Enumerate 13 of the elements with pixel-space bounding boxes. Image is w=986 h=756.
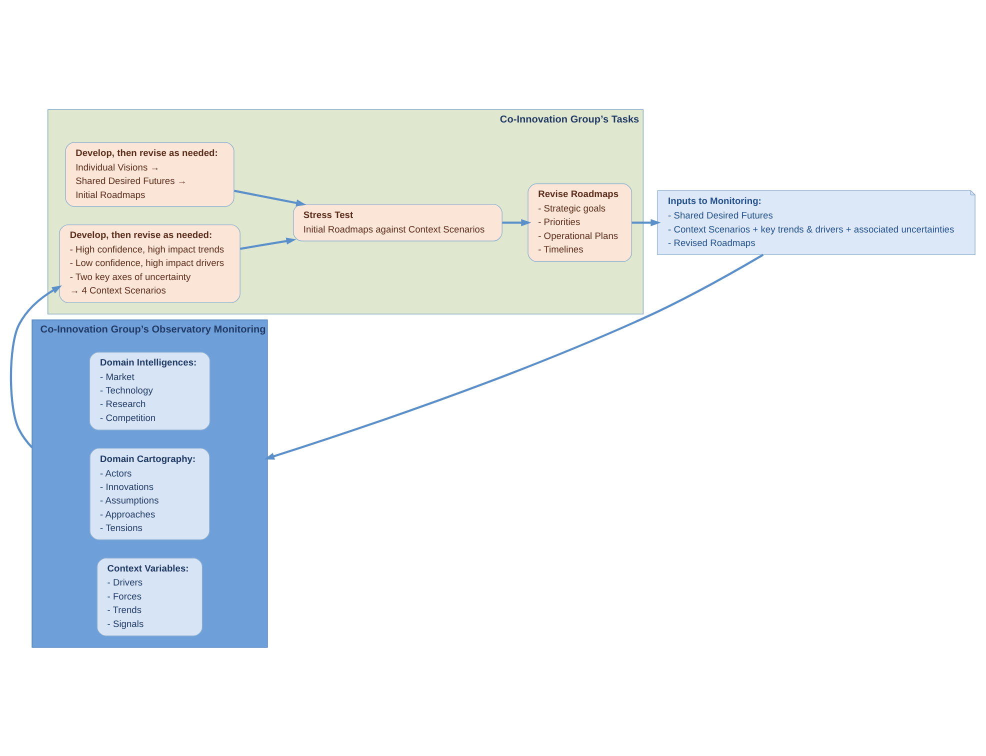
arrow xyxy=(632,218,661,226)
node-box: Context Variables: - Drivers - Forces - Trends - Signals xyxy=(96,557,203,636)
arrow xyxy=(240,237,296,250)
arrow xyxy=(264,253,764,460)
arrow xyxy=(234,189,306,206)
arrow xyxy=(10,284,62,448)
node-box: Revise Roadmaps - Strategic goals - Priorities - Operational Plans - Timelines xyxy=(528,182,632,262)
node-box: Domain Cartography: - Actors - Innovations - Assumptions - Approaches - Tensions xyxy=(90,447,210,540)
arrow xyxy=(502,218,532,226)
node-box: Stress Test Initial Roadmaps against Context Scenarios xyxy=(292,203,502,241)
node-box: Develop, then revise as needed: Individual Visions → Shared Desired Futures → Initial Roadmaps xyxy=(65,142,234,206)
node-box: Domain Intelligences: - Market - Technology - Research - Competition xyxy=(89,351,210,430)
node-box: Develop, then revise as needed: - High confidence, high impact trends - Low confidence, high impact drivers - Two key axes of uncertainty → 4 Context Scenarios xyxy=(59,224,240,302)
